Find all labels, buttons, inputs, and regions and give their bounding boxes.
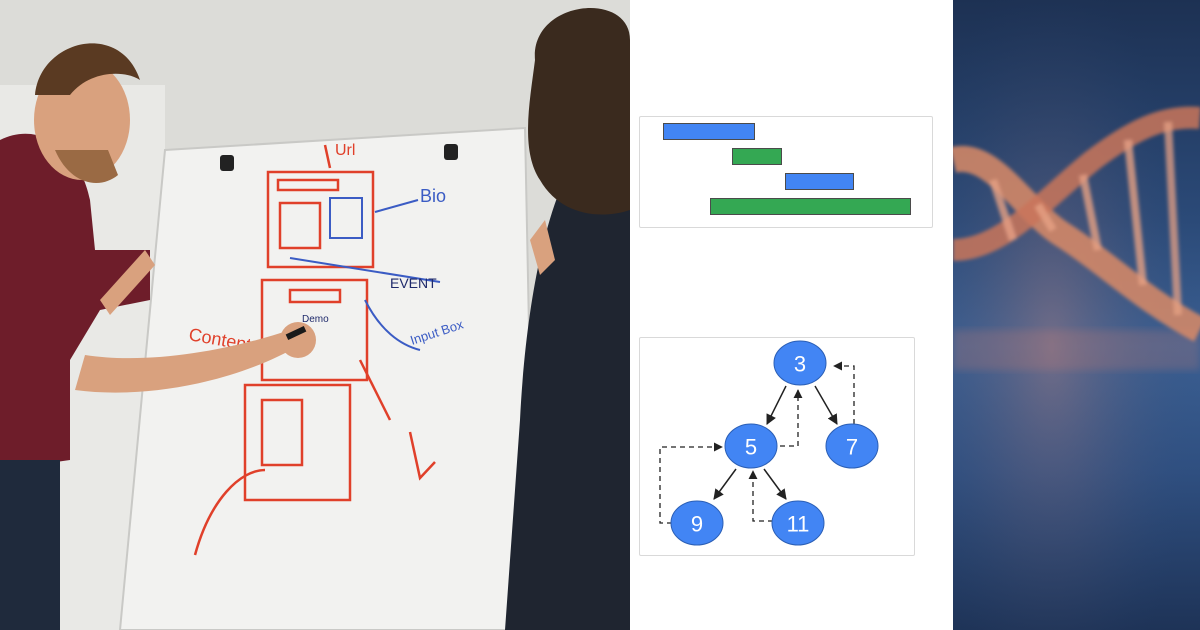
dna-strands	[953, 106, 1200, 342]
return-5-3	[780, 389, 803, 447]
gantt-bar	[784, 173, 854, 190]
label-demo: Demo	[302, 314, 329, 325]
return-11-5	[748, 470, 773, 522]
label-event: EVENT	[390, 275, 437, 291]
gantt-bar	[710, 198, 911, 215]
whiteboard-scene: Url Bio EVENT Input Box Content Demo	[0, 0, 630, 630]
return-7-3	[833, 361, 855, 424]
person-right	[505, 7, 630, 630]
node-label-3: 3	[794, 352, 806, 377]
dna-helix-scene	[953, 0, 1200, 630]
diagram-panel: 3 5 7 9 11	[630, 0, 952, 630]
edge-3-5	[766, 385, 787, 425]
tree-node: 5	[724, 423, 778, 469]
tree-node: 11	[771, 500, 825, 546]
tree-node: 9	[670, 500, 724, 546]
label-url: Url	[335, 142, 355, 159]
node-label-7: 7	[846, 435, 858, 460]
blue-sketch	[289, 197, 441, 351]
node-label-5: 5	[745, 435, 757, 460]
gantt-chart-card	[639, 116, 933, 228]
tree-diagram: 3 5 7 9 11	[659, 340, 879, 546]
node-label-11: 11	[787, 512, 810, 537]
board-clip-left	[220, 155, 234, 171]
edge-5-11	[763, 468, 787, 500]
gantt-bar	[732, 148, 783, 165]
edge-3-7	[814, 385, 838, 425]
node-label-9: 9	[691, 512, 703, 537]
board-clip-right	[444, 144, 458, 160]
label-bio: Bio	[420, 186, 446, 206]
tree-node: 3	[773, 340, 827, 386]
person-left	[0, 43, 316, 630]
whiteboard-photo: Url Bio EVENT Input Box Content Demo	[0, 0, 630, 630]
edge-5-9	[713, 468, 737, 500]
return-9-5	[659, 442, 723, 524]
dna-helix-photo	[953, 0, 1200, 630]
tree-diagram-card: 3 5 7 9 11	[639, 337, 915, 556]
tree-node: 7	[825, 423, 879, 469]
red-sketch	[193, 144, 436, 556]
gantt-bar	[663, 123, 755, 140]
